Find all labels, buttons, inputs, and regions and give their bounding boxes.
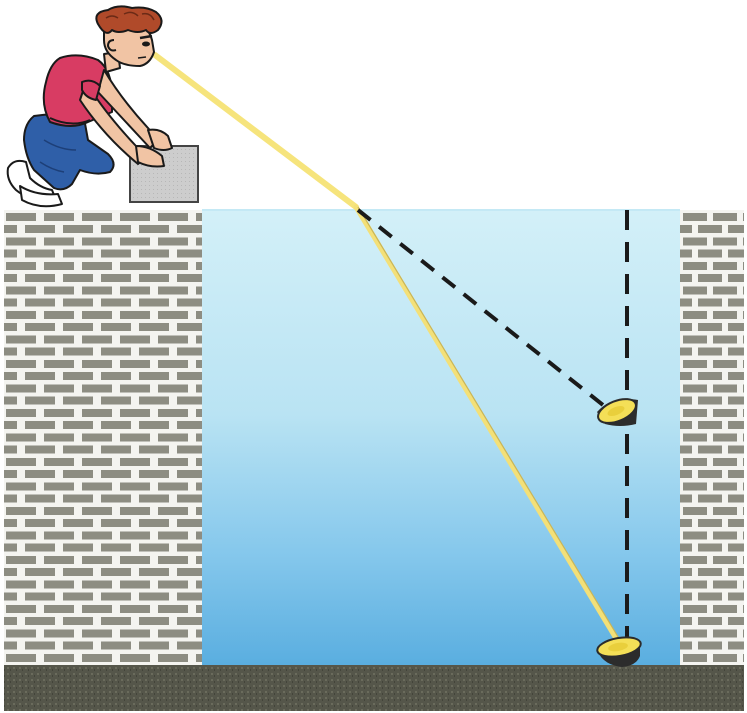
water-tank (202, 210, 680, 665)
right-brick-wall (680, 210, 744, 665)
hair (96, 6, 161, 33)
left-brick-wall (4, 210, 202, 665)
eye (142, 42, 150, 47)
mouth (138, 57, 146, 58)
ground (4, 665, 744, 711)
